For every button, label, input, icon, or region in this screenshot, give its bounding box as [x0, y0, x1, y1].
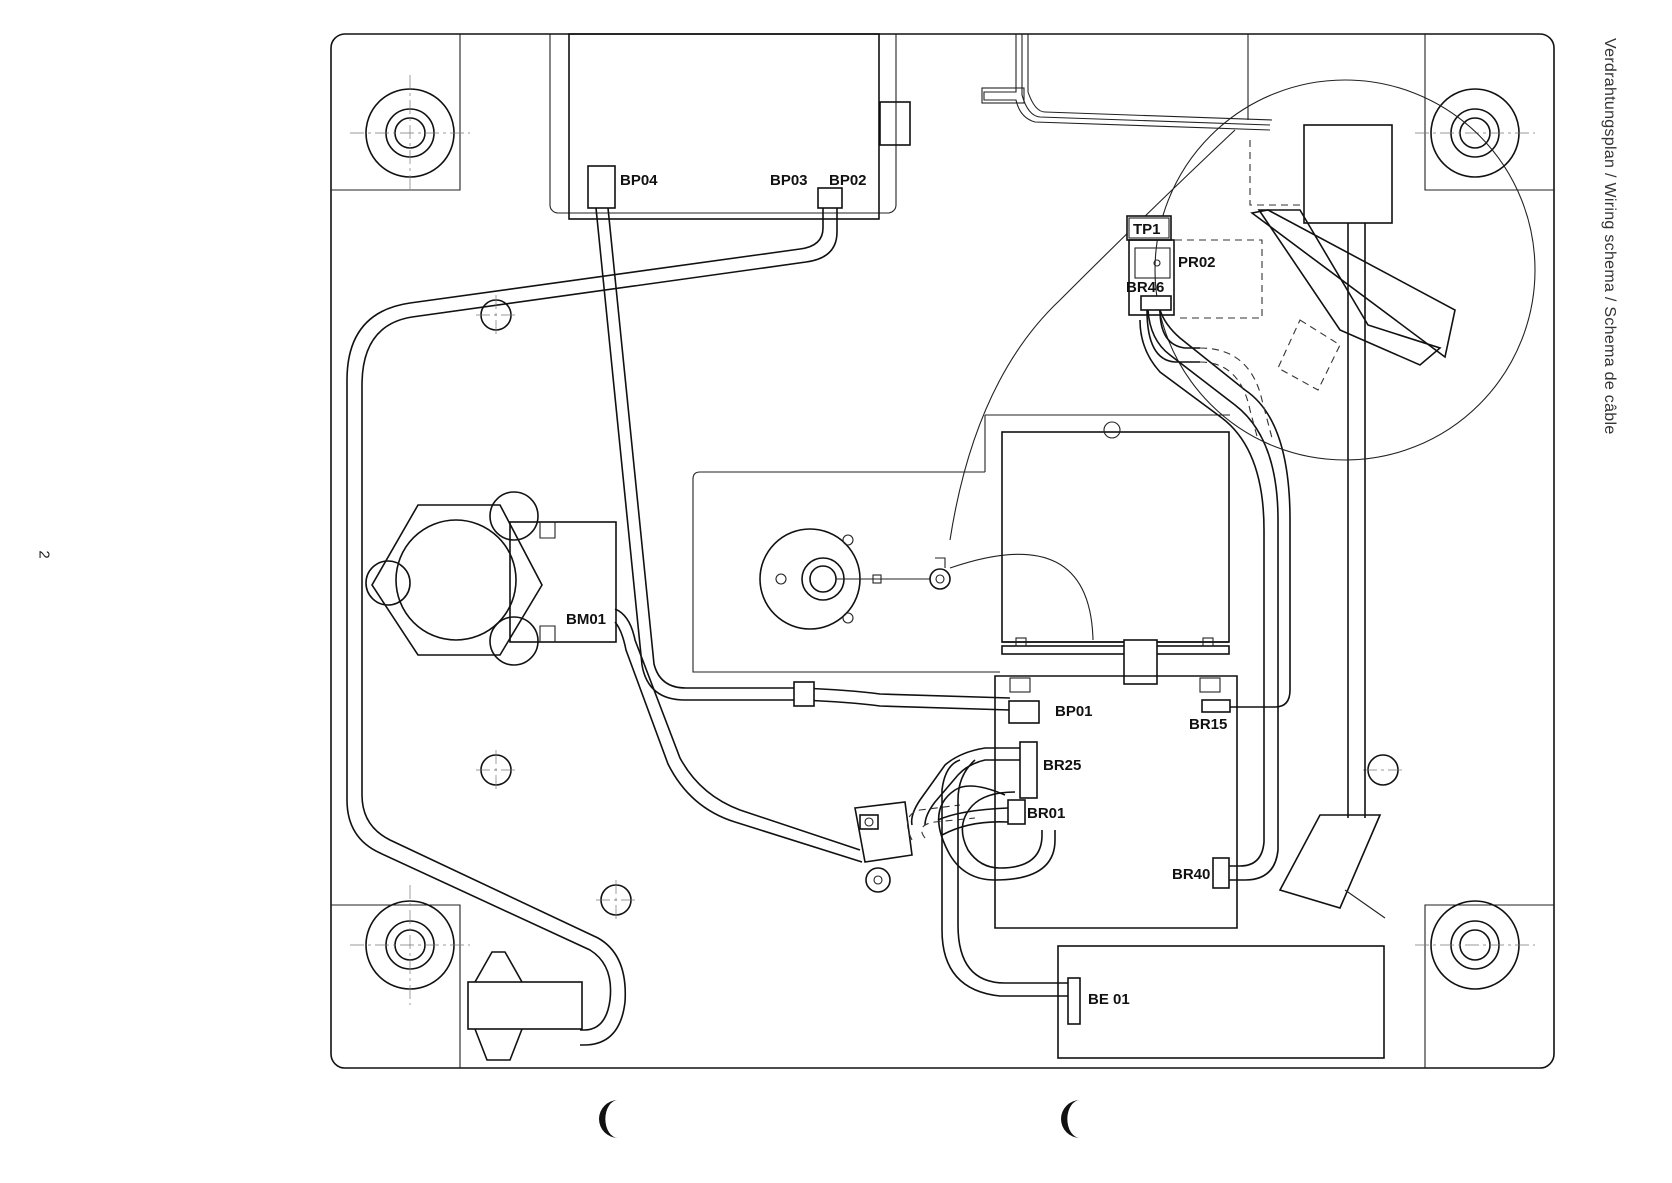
label-bp04: BP04 [620, 172, 658, 189]
main-board [995, 422, 1237, 928]
label-br40: BR40 [1172, 866, 1210, 883]
label-bm01: BM01 [566, 611, 606, 628]
corner-pad-top-left [331, 34, 470, 192]
mounting-hole [476, 750, 516, 790]
line-filter-component [468, 952, 582, 1060]
registration-mark [599, 1100, 618, 1138]
page-number: 2 [36, 550, 53, 558]
connector-bp01-block [1009, 701, 1039, 723]
label-br25: BR25 [1043, 757, 1081, 774]
connector-be01-block [1068, 978, 1080, 1024]
diagram-title: Verdrahtungsplan / Wiring schema / Schem… [1600, 38, 1618, 435]
mounting-hole [476, 295, 516, 335]
connector-bp04-block [588, 166, 615, 208]
mounting-hole [596, 880, 636, 920]
corner-pad-top-right [1415, 34, 1554, 190]
label-tp1: TP1 [1133, 221, 1161, 238]
registration-mark [1061, 1100, 1080, 1138]
corner-pad-bottom-left [331, 885, 470, 1068]
label-br46: BR46 [1126, 279, 1164, 296]
cable-clamp [794, 682, 814, 706]
label-br01: BR01 [1027, 805, 1065, 822]
label-pr02: PR02 [1178, 254, 1216, 271]
mounting-hole [1363, 755, 1403, 785]
label-bp02: BP02 [829, 172, 867, 189]
motor-bm01 [366, 492, 616, 665]
connector-bp02-block [818, 188, 842, 208]
tonearm-assembly [1252, 125, 1455, 918]
detail-magnifier [950, 34, 1535, 540]
connector-br25-block [1020, 742, 1037, 798]
label-bp01: BP01 [1055, 703, 1093, 720]
label-bp03: BP03 [770, 172, 808, 189]
connector-br01-block [1008, 800, 1025, 824]
label-be01: BE 01 [1088, 991, 1130, 1008]
top-supply-box [569, 34, 910, 219]
connector-br15-block [1202, 700, 1230, 712]
corner-pad-bottom-right [1415, 901, 1554, 1068]
connector-br40-block [1213, 858, 1229, 888]
switch-component [855, 802, 912, 892]
label-br15: BR15 [1189, 716, 1227, 733]
connector-br46-block [1141, 296, 1171, 310]
platter-area [693, 415, 1230, 672]
